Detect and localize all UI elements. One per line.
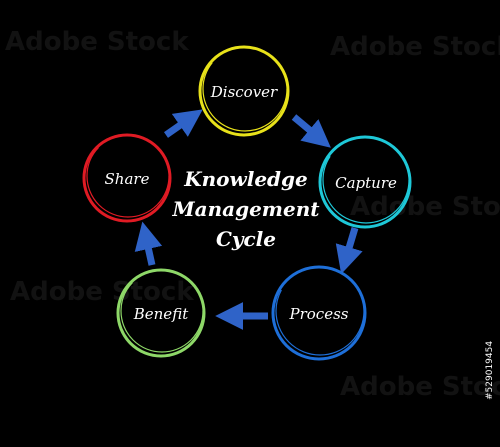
arrow-capture-to-process (335, 226, 363, 275)
title-line-2: Management (172, 197, 321, 221)
arrow-benefit-to-share (134, 221, 163, 266)
node-capture: Capture (318, 135, 412, 229)
stock-id-label: #529019454 (485, 341, 495, 400)
watermark-text: Adobe Stock (10, 277, 194, 307)
node-ring-sketch (202, 46, 288, 132)
node-label: Capture (335, 174, 397, 192)
node-process: Process (271, 265, 367, 361)
node-label: Discover (210, 83, 278, 101)
title-line-3: Cycle (216, 227, 276, 251)
node-label: Share (105, 170, 150, 188)
watermark-text: Adobe Stock (330, 32, 500, 62)
title-line-1: Knowledge (183, 167, 308, 191)
watermark-layer: Adobe Stock Adobe Stock Adobe Stock Adob… (5, 27, 500, 402)
node-ring-sketch (120, 269, 204, 353)
node-benefit: Benefit (116, 268, 206, 358)
node-ring-sketch (86, 134, 170, 218)
node-ring (271, 265, 367, 361)
watermark-text: Adobe Stock (5, 27, 189, 57)
cycle-arrows (134, 109, 363, 330)
arrow-share-to-discover (164, 109, 203, 138)
node-label: Process (289, 305, 349, 323)
node-ring (318, 135, 412, 229)
watermark-text: Adobe Stock (350, 192, 500, 222)
arrow-discover-to-capture (291, 114, 331, 148)
node-discover: Discover (198, 45, 290, 137)
watermark-text: Adobe Stock (340, 372, 500, 402)
node-ring-sketch (275, 266, 365, 356)
node-ring (116, 268, 206, 358)
node-ring (198, 45, 290, 137)
node-label: Benefit (133, 305, 189, 323)
node-ring (82, 133, 172, 223)
center-title: Knowledge Management Cycle (172, 167, 321, 251)
node-share: Share (82, 133, 172, 223)
node-ring-sketch (322, 136, 410, 224)
